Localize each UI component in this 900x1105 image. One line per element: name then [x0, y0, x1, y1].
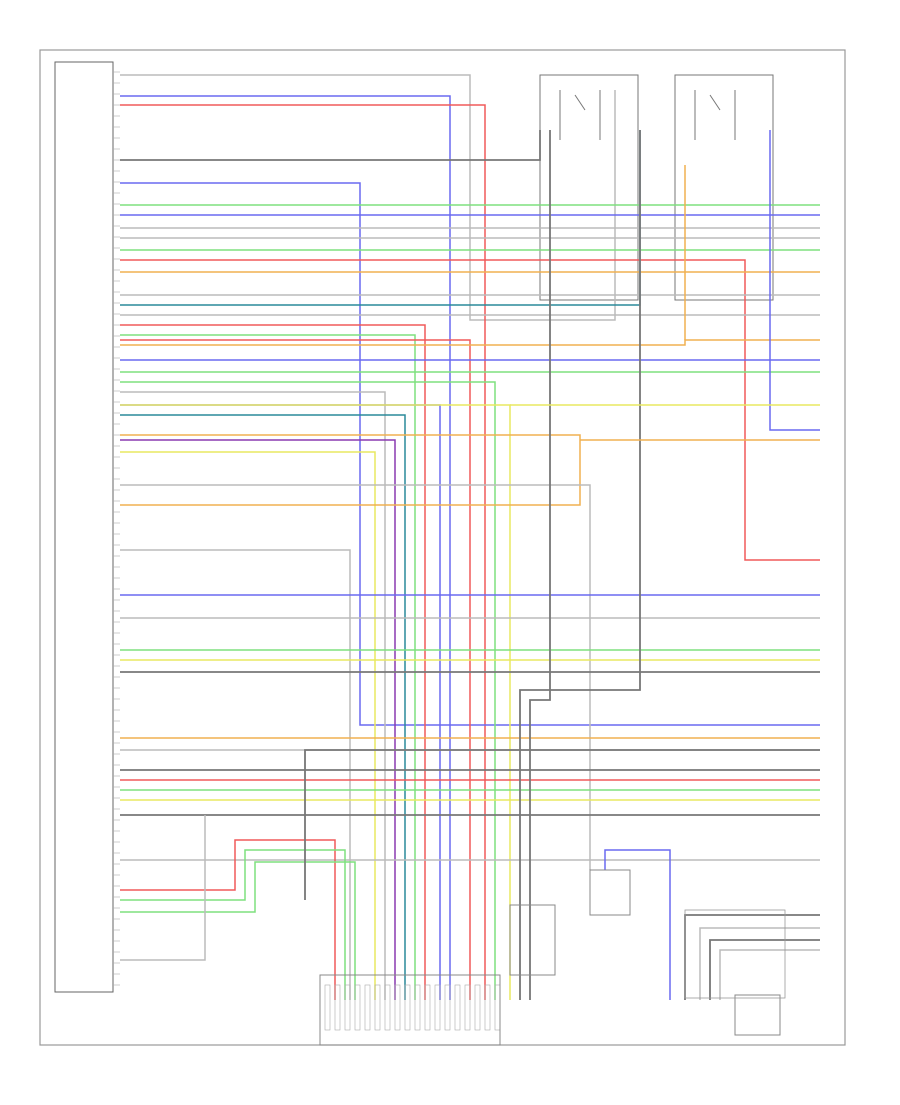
connector-pin — [384, 984, 391, 1031]
wire-dark_gray — [304, 749, 820, 900]
connector-pin — [344, 984, 351, 1031]
wire-dark_gray — [120, 130, 541, 161]
wire-gray — [120, 74, 616, 321]
diagram-frame — [39, 49, 846, 1046]
relay-right — [674, 74, 774, 301]
wire-red — [120, 259, 820, 561]
wire-harness — [120, 74, 820, 1031]
control-module-box — [54, 61, 114, 993]
wire-green — [120, 861, 356, 1000]
connector-pin — [464, 984, 471, 1031]
wire-blue — [120, 95, 451, 1000]
connector-pin — [434, 984, 441, 1031]
connector-pin — [354, 984, 361, 1031]
wire-green — [120, 334, 416, 1000]
wire-blue — [120, 404, 441, 1000]
wire-violet — [120, 439, 396, 1000]
connector-pin — [324, 984, 331, 1031]
connector-pin — [394, 984, 401, 1031]
connector-pin — [374, 984, 381, 1031]
wire-gray — [120, 549, 351, 1000]
connector-pin — [404, 984, 411, 1031]
wire-yellow — [120, 451, 376, 1000]
connector-pin — [364, 984, 371, 1031]
connector-pins — [324, 984, 501, 1031]
connector-pin — [454, 984, 461, 1031]
wire-red — [120, 339, 471, 1000]
wire-green — [120, 381, 496, 1000]
connector-pin — [424, 984, 431, 1031]
wire-teal — [120, 414, 406, 1000]
connector-pin — [414, 984, 421, 1031]
connector-pin — [334, 984, 341, 1031]
wire-red — [120, 104, 486, 1000]
wire-dark_gray — [519, 130, 641, 1000]
wire-teal — [120, 130, 641, 306]
wire-dark_gray — [709, 939, 820, 1000]
wire-green — [120, 849, 346, 1000]
connector-pin — [484, 984, 491, 1031]
wire-orange — [120, 339, 820, 346]
wire-gray — [719, 949, 820, 1000]
wire-red — [120, 839, 336, 1000]
connector-pin — [444, 984, 451, 1031]
wire-gray — [120, 484, 591, 870]
wire-gray — [699, 927, 820, 1000]
wire-gray — [120, 391, 386, 1000]
right-bottom-component — [684, 909, 786, 1036]
connector-pin — [474, 984, 481, 1031]
wire-red — [120, 324, 426, 1000]
wire-blue — [769, 130, 820, 431]
relay-left — [539, 74, 639, 301]
wire-orange — [120, 434, 581, 506]
wire-dark_gray — [529, 130, 551, 1000]
module-pin-ticks — [113, 71, 120, 986]
wire-yellow — [120, 404, 511, 1000]
wire-gray — [120, 815, 206, 961]
wire-blue — [604, 849, 671, 1000]
bottom-connector-block — [319, 904, 556, 1046]
sensor-connector — [589, 869, 631, 916]
